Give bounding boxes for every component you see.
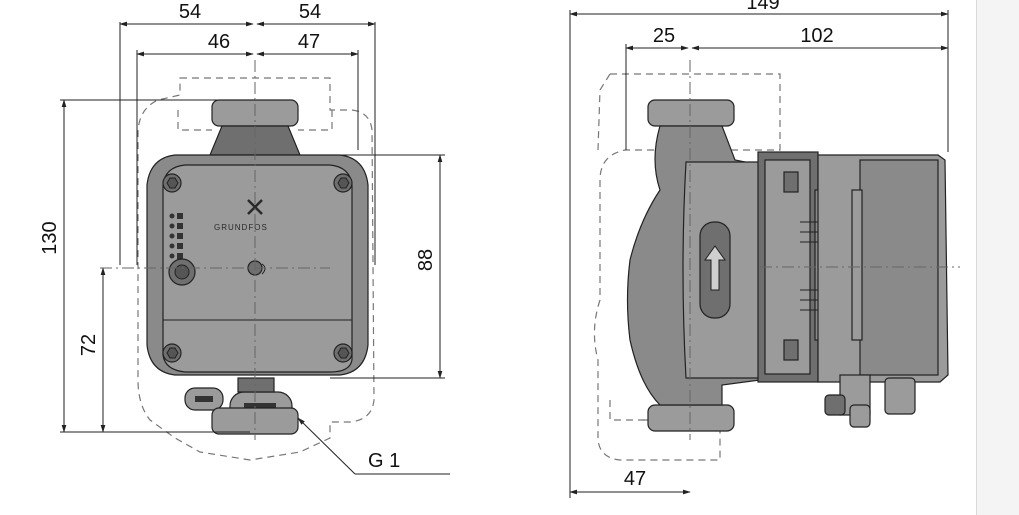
dim-length-parts: 25 102 (625, 25, 949, 51)
front-view: GRUNDFOS (39, 1, 450, 475)
side-bottom-connection (647, 404, 735, 432)
dim-54-left: 54 (179, 1, 201, 23)
dim-47-side: 47 (624, 468, 646, 490)
side-view: 149 25 102 47 (569, 0, 960, 498)
dim-102: 102 (800, 25, 833, 47)
dim-length-total: 149 (569, 0, 949, 17)
dim-54-right: 54 (299, 1, 321, 23)
page-edge-strip (976, 0, 1019, 515)
dim-72: 72 (78, 334, 100, 356)
side-plugs (824, 374, 916, 428)
thread-callout: G 1 (297, 417, 450, 475)
dim-149: 149 (746, 0, 779, 14)
front-envelope (137, 77, 375, 461)
dim-46: 46 (208, 31, 230, 53)
thread-label: G 1 (368, 450, 400, 472)
side-top-connection (647, 99, 735, 127)
dim-bottom-offset: 47 (569, 468, 691, 495)
technical-drawing: GRUNDFOS (39, 0, 960, 498)
dim-130: 130 (39, 221, 61, 254)
brand-logo: GRUNDFOS (214, 199, 268, 232)
led-indicators (169, 213, 183, 259)
dim-25: 25 (653, 25, 675, 47)
dim-height-axis: 72 (78, 267, 106, 433)
dim-width-inner: 46 47 (136, 31, 359, 57)
dim-width-top: 54 54 (119, 1, 376, 27)
dim-88: 88 (415, 249, 437, 271)
dim-height-right: 88 (415, 154, 443, 379)
side-envelope (593, 73, 781, 461)
dim-height-total: 130 (39, 99, 67, 433)
screw-icons (162, 173, 353, 363)
dim-47-front: 47 (298, 31, 320, 53)
brand-text: GRUNDFOS (214, 223, 268, 232)
